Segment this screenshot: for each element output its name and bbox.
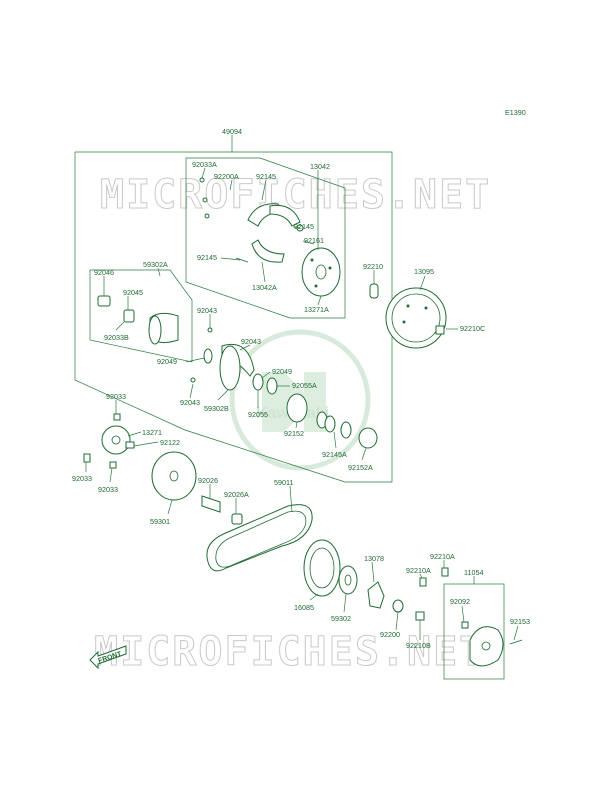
- nut-92210A-2: [441, 567, 449, 577]
- callout-92033-b: 92033: [72, 474, 92, 483]
- sheave-59302: [338, 565, 358, 595]
- callout-92210B: 92210B: [406, 641, 431, 650]
- washer-92200: [392, 599, 404, 613]
- callout-92210A-1: 92210A: [430, 552, 455, 561]
- clutch-subassembly-outline: [185, 157, 346, 319]
- callout-16085: 16085: [294, 603, 314, 612]
- callout-92033A: 92033A: [192, 160, 217, 169]
- clutch-housing-13095: [385, 287, 447, 349]
- callout-59302A: 59302A: [143, 260, 168, 269]
- callout-13095: 13095: [414, 267, 434, 276]
- callout-92043-a: 92043: [197, 306, 217, 315]
- callout-59011: 59011: [274, 478, 293, 487]
- callout-92200A: 92200A: [214, 172, 239, 181]
- collars-92026: [201, 495, 243, 525]
- sheave-59302A: [97, 295, 179, 345]
- callout-92033B: 92033B: [104, 333, 129, 342]
- callout-92026: 92026: [198, 476, 218, 485]
- assembly-49094-outline: [74, 135, 393, 483]
- hub-13078: [367, 581, 385, 609]
- clutch-plate-13271A: [301, 247, 341, 297]
- callout-11054: 11054: [464, 568, 483, 577]
- callout-92153: 92153: [510, 617, 530, 626]
- leader-lines: [85, 167, 519, 641]
- callout-92055: 92055: [248, 410, 268, 419]
- callout-92045: 92045: [123, 288, 143, 297]
- nut-92210B: [415, 611, 425, 621]
- callout-59302: 59302: [331, 614, 351, 623]
- callout-92092: 92092: [450, 597, 470, 606]
- callout-92152A: 92152A: [348, 463, 373, 472]
- callout-92145A: 92145A: [322, 450, 347, 459]
- callout-92152: 92152: [284, 429, 304, 438]
- sheave-subassembly-outline: [89, 269, 193, 363]
- drive-belt-59011: [206, 504, 313, 572]
- callout-59302B: 59302B: [204, 404, 229, 413]
- callout-59301: 59301: [150, 517, 170, 526]
- callout-92145-b: 92145: [294, 222, 314, 231]
- callout-92055A: 92055A: [292, 381, 317, 390]
- callout-92210: 92210: [363, 262, 383, 271]
- callout-13271: 13271: [142, 428, 162, 437]
- callout-92210A-2: 92210A: [406, 566, 431, 575]
- callout-13271A: 13271A: [304, 305, 329, 314]
- callout-92161: 92161: [304, 236, 324, 245]
- callout-13042A: 13042A: [252, 283, 277, 292]
- callout-49094: 49094: [222, 127, 242, 136]
- bracket-11054: [461, 621, 504, 667]
- callout-92122: 92122: [160, 438, 180, 447]
- callout-13042: 13042: [310, 162, 330, 171]
- callout-92043-c: 92043: [180, 398, 200, 407]
- callout-labels: 49094 92033A 92200A 92145 13042 92145 92…: [72, 127, 530, 650]
- callout-92033-c: 92033: [98, 485, 118, 494]
- gear-16085: [303, 539, 341, 597]
- callout-92033-a: 92033: [106, 392, 126, 401]
- bolt-92153: [509, 639, 523, 645]
- callout-92145-a: 92145: [256, 172, 276, 181]
- callout-13078: 13078: [364, 554, 384, 563]
- callout-92210C: 92210C: [460, 324, 485, 333]
- callout-92046: 92046: [94, 268, 114, 277]
- callout-92043-b: 92043: [241, 337, 261, 346]
- callout-92200: 92200: [380, 630, 400, 639]
- clutch-shoe-assembly: [199, 177, 304, 263]
- callout-92026A: 92026A: [224, 490, 249, 499]
- watermark-bottom: MICROFICHES.NET: [94, 629, 485, 675]
- variator-parts: [83, 413, 197, 501]
- nut-92210A-1: [419, 577, 427, 587]
- callout-92049-a: 92049: [157, 357, 177, 366]
- callout-92145-c: 92145: [197, 253, 217, 262]
- callout-92049-b: 92049: [272, 367, 292, 376]
- washer-92210: [369, 283, 379, 299]
- watermark-top: MICROFICHES.NET: [100, 172, 491, 218]
- diagram-code: E1390: [505, 108, 526, 117]
